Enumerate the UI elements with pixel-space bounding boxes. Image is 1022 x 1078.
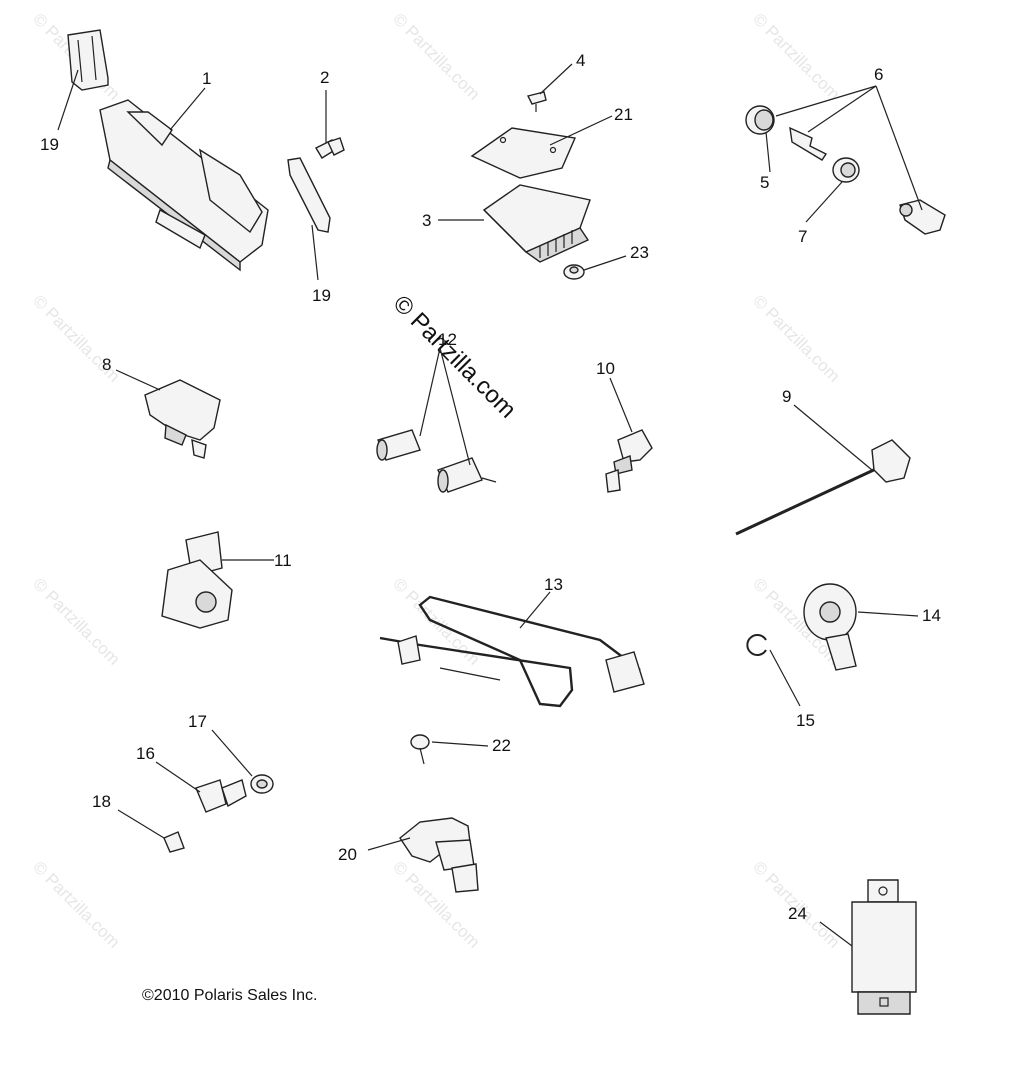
callout-11: 11 bbox=[274, 551, 292, 570]
part-7-seal bbox=[832, 157, 860, 183]
watermark-text: © Partzilla.com bbox=[389, 9, 483, 103]
part-16-speed-sensor bbox=[195, 779, 247, 813]
part-19-bracket-left bbox=[67, 29, 109, 91]
callout-20: 20 bbox=[338, 845, 357, 864]
part-10-temp-sensor bbox=[605, 429, 653, 493]
part-12-filters bbox=[376, 429, 497, 493]
watermark-text: © Partzilla.com bbox=[29, 574, 123, 668]
callout-1: 1 bbox=[202, 69, 211, 88]
callout-7: 7 bbox=[798, 227, 807, 246]
part-23-cap bbox=[563, 264, 585, 280]
watermark-text: © Partzilla.com bbox=[29, 857, 123, 951]
callout-15: 15 bbox=[796, 711, 815, 730]
callout-4: 4 bbox=[576, 51, 585, 70]
part-24-relay bbox=[851, 879, 917, 1015]
part-1-ecu bbox=[99, 99, 269, 272]
callout-14: 14 bbox=[922, 606, 941, 625]
callout-2: 2 bbox=[320, 68, 329, 87]
part-17-oring bbox=[250, 774, 274, 794]
part-20-iac bbox=[399, 817, 479, 893]
watermark-text: © Partzilla.com bbox=[749, 9, 843, 103]
callout-23: 23 bbox=[630, 243, 649, 262]
callout-19-bottom: 19 bbox=[312, 286, 331, 305]
part-5-grommet bbox=[745, 105, 775, 135]
part-18-bolt bbox=[163, 831, 185, 853]
part-15-clip bbox=[746, 634, 767, 656]
callout-18: 18 bbox=[92, 792, 111, 811]
callout-9: 9 bbox=[782, 387, 791, 406]
callout-12: 12 bbox=[438, 330, 457, 349]
part-13-harness bbox=[379, 595, 645, 708]
part-2-bolt bbox=[315, 137, 345, 159]
callout-8: 8 bbox=[102, 355, 111, 374]
part-22-screw bbox=[410, 734, 430, 765]
callout-19-top: 19 bbox=[40, 135, 59, 154]
part-14-knock-sensor bbox=[803, 583, 857, 671]
callout-13: 13 bbox=[544, 575, 563, 594]
part-4-screw bbox=[526, 91, 547, 112]
leader-lines bbox=[57, 63, 923, 947]
part-9-probe bbox=[735, 439, 911, 536]
part-19-bracket-right bbox=[287, 157, 331, 233]
copyright-notice: ©2010 Polaris Sales Inc. bbox=[142, 987, 317, 1004]
callout-10: 10 bbox=[596, 359, 615, 378]
callout-21: 21 bbox=[614, 105, 633, 124]
callout-17: 17 bbox=[188, 712, 207, 731]
callout-5: 5 bbox=[760, 173, 769, 192]
part-3-module bbox=[482, 184, 591, 263]
callout-6: 6 bbox=[874, 65, 883, 84]
part-8-map-sensor bbox=[144, 379, 221, 459]
callout-22: 22 bbox=[492, 736, 511, 755]
part-6-clip bbox=[789, 126, 828, 161]
part-6-sensor bbox=[899, 199, 946, 235]
callout-24: 24 bbox=[788, 904, 807, 923]
callout-numbers: 1 2 19 19 4 21 3 23 6 5 7 8 12 10 9 11 1… bbox=[40, 51, 941, 923]
callout-3: 3 bbox=[422, 211, 431, 230]
part-11-tps bbox=[161, 531, 233, 629]
callout-16: 16 bbox=[136, 744, 155, 763]
watermark-text: © Partzilla.com bbox=[749, 291, 843, 385]
part-21-cover bbox=[470, 127, 577, 179]
